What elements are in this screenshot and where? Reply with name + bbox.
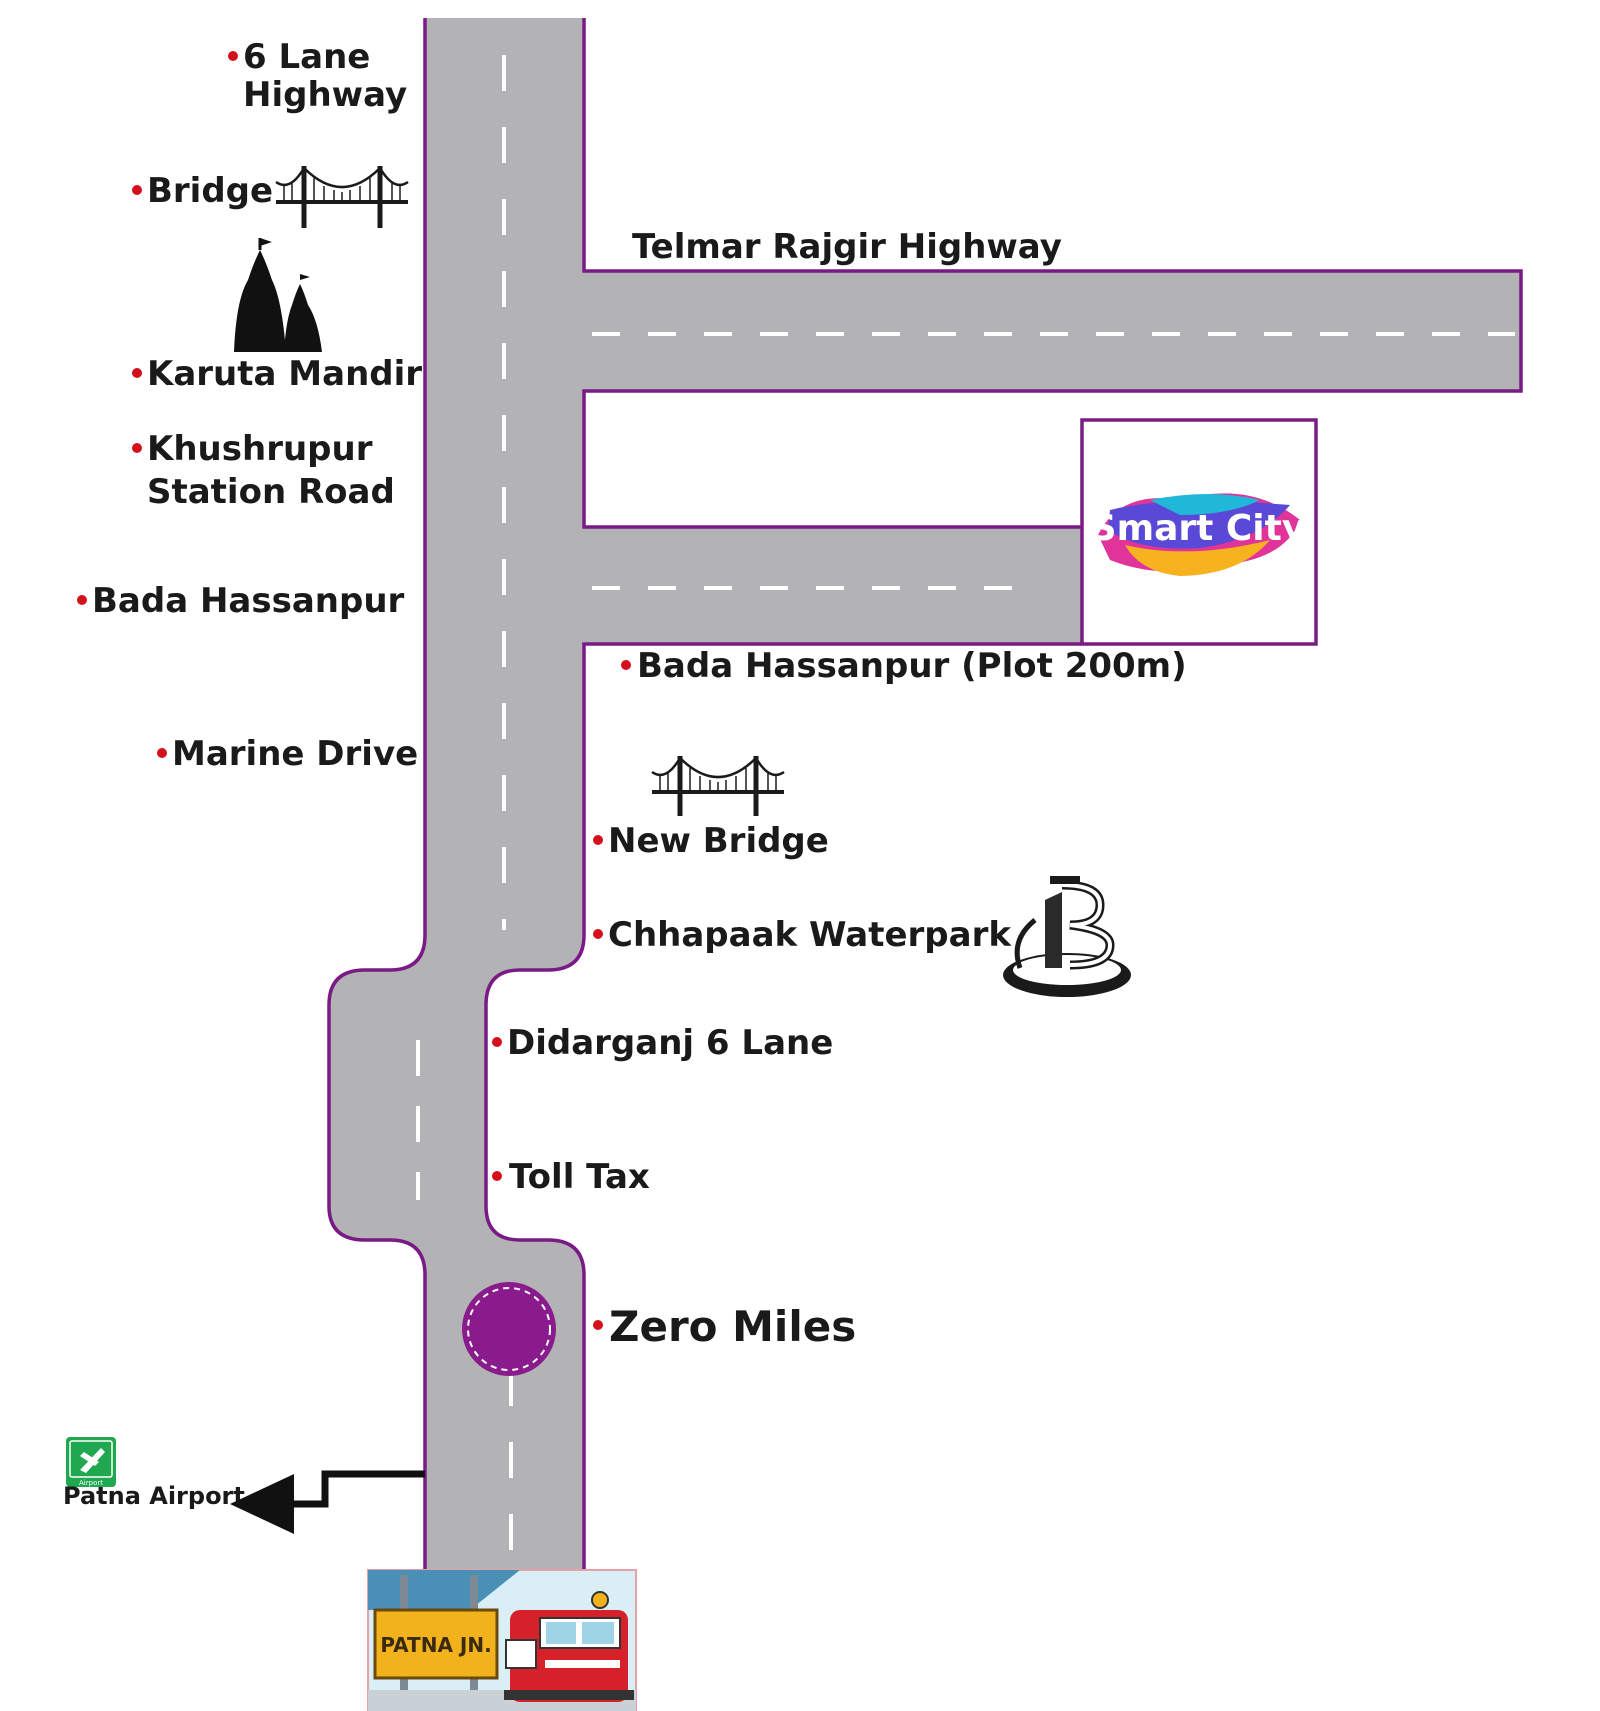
bullet	[593, 1320, 603, 1330]
airport-label: Patna Airport	[63, 1482, 245, 1510]
bridge-icon	[651, 755, 785, 816]
landmark-bada-hassanpur-plot: Bada Hassanpur (Plot 200m)	[637, 646, 1187, 686]
bullet	[492, 1037, 502, 1047]
landmark-chhapaak-waterpark: Chhapaak Waterpark	[608, 915, 1012, 955]
right-landmarks: Bada Hassanpur (Plot 200m) New Bridge Ch…	[492, 646, 1187, 1351]
temple-icon	[234, 238, 322, 352]
airport-sign-text: Airport	[79, 1479, 103, 1487]
bridge-icon	[275, 165, 409, 228]
landmark-bada-hassanpur: Bada Hassanpur	[92, 581, 405, 621]
patna-junction: PATNA JN.	[367, 1569, 637, 1711]
bullet	[593, 835, 603, 845]
highway-label: Telmar Rajgir Highway	[632, 227, 1062, 267]
landmark-6-lane: 6 Lane	[243, 37, 370, 77]
station-sign: PATNA JN.	[380, 1633, 491, 1657]
smart-city-label: Smart City	[1091, 508, 1306, 549]
bullet	[492, 1171, 502, 1181]
bullet	[132, 443, 142, 453]
bullet	[621, 660, 631, 670]
landmark-khushrupur-line2: Station Road	[147, 472, 395, 512]
landmark-new-bridge: New Bridge	[608, 821, 829, 861]
waterpark-icon	[1003, 876, 1131, 997]
train-icon	[504, 1591, 634, 1702]
smart-city-box: Smart City	[1080, 418, 1318, 646]
landmark-6-lane-line2: Highway	[243, 75, 407, 115]
landmark-karuta-mandir: Karuta Mandir	[147, 354, 422, 394]
airport-icon: Airport	[66, 1437, 116, 1487]
airport-marker: Airport Patna Airport	[63, 1437, 425, 1534]
landmark-zero-miles: Zero Miles	[609, 1302, 856, 1351]
roads	[327, 18, 1523, 1570]
bullet	[157, 748, 167, 758]
bullet	[228, 51, 238, 61]
smart-city-logo: Smart City	[1091, 493, 1306, 576]
landmark-marine-drive: Marine Drive	[172, 734, 418, 774]
arrow-left-icon	[230, 1470, 425, 1534]
bullet	[132, 368, 142, 378]
bullet	[132, 185, 142, 195]
landmark-didarganj: Didarganj 6 Lane	[507, 1023, 833, 1063]
landmark-toll-tax: Toll Tax	[509, 1157, 650, 1197]
landmark-bridge: Bridge	[147, 171, 273, 211]
zero-miles-roundabout	[462, 1282, 556, 1376]
bullet	[77, 595, 87, 605]
left-landmarks: 6 Lane Highway Bridge Karuta Mandir Khus…	[77, 37, 422, 774]
bullet	[593, 929, 603, 939]
landmark-khushrupur: Khushrupur	[147, 429, 373, 469]
